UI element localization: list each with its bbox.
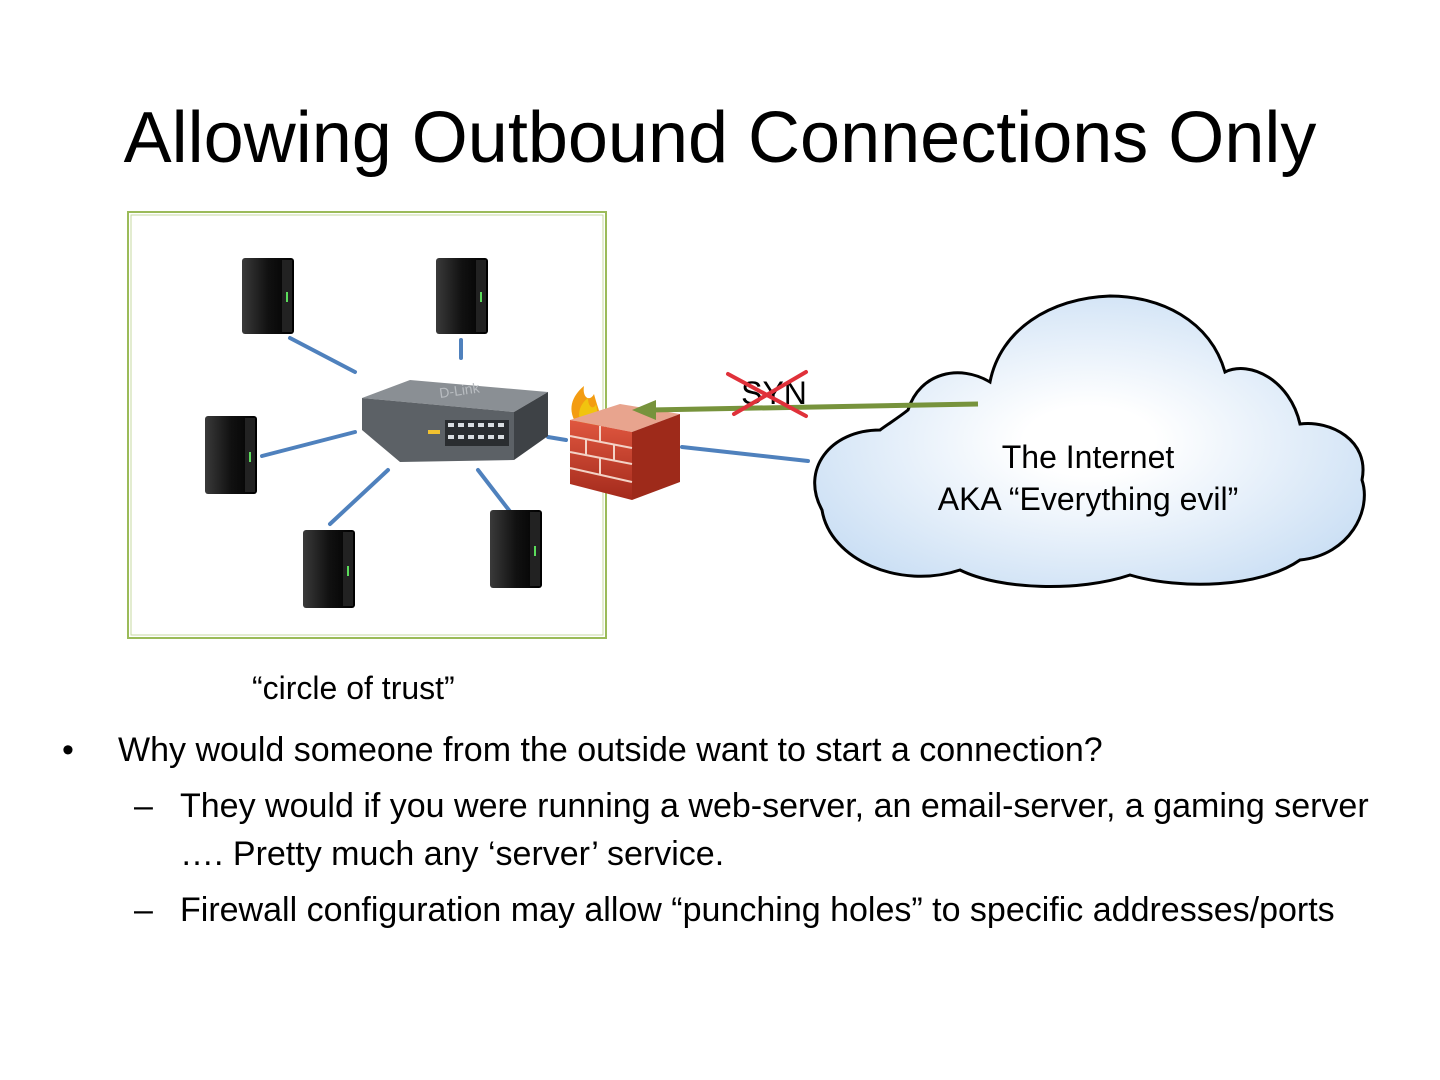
- sub-bullet-marker: –: [134, 891, 153, 929]
- bullet-item: • Why would someone from the outside wan…: [58, 726, 1388, 774]
- syn-arrow: [632, 400, 979, 420]
- server-icon: [303, 530, 355, 608]
- server-icon: [242, 258, 294, 334]
- link-firewall-internet: [680, 445, 810, 463]
- internet-cloud: The Internet AKA “Everything evil”: [813, 294, 1366, 588]
- link-server-1: [288, 336, 357, 374]
- network-switch-icon: D-Link: [362, 379, 548, 462]
- link-server-3: [260, 430, 357, 458]
- server-icon: [490, 510, 542, 588]
- blocked-cross-icon: [726, 370, 808, 418]
- sub-bullet-text: Firewall configuration may allow “punchi…: [180, 891, 1335, 929]
- link-server-4: [328, 468, 390, 526]
- sub-bullet-item: – Firewall configuration may allow “punc…: [58, 886, 1388, 934]
- internet-sublabel: AKA “Everything evil”: [938, 481, 1239, 517]
- bullet-marker: •: [62, 731, 74, 769]
- link-switch-firewall: [546, 435, 568, 442]
- firewall-icon: [569, 386, 680, 500]
- bullet-text: Why would someone from the outside want …: [118, 731, 1103, 769]
- sub-bullet-text: They would if you were running a web-ser…: [180, 787, 1369, 873]
- slide-title: Allowing Outbound Connections Only: [123, 98, 1317, 178]
- internet-label: The Internet: [1002, 439, 1175, 475]
- sub-bullet-marker: –: [134, 787, 153, 825]
- network-diagram: D-Link The Internet AKA “Everything evil…: [127, 211, 1366, 639]
- bullet-list: • Why would someone from the outside wan…: [58, 726, 1388, 934]
- switch-brand-label: D-Link: [438, 379, 481, 401]
- server-icon: [205, 416, 257, 494]
- sub-bullet-item: – They would if you were running a web-s…: [58, 782, 1388, 878]
- trust-caption: “circle of trust”: [252, 670, 455, 706]
- server-icon: [436, 258, 488, 334]
